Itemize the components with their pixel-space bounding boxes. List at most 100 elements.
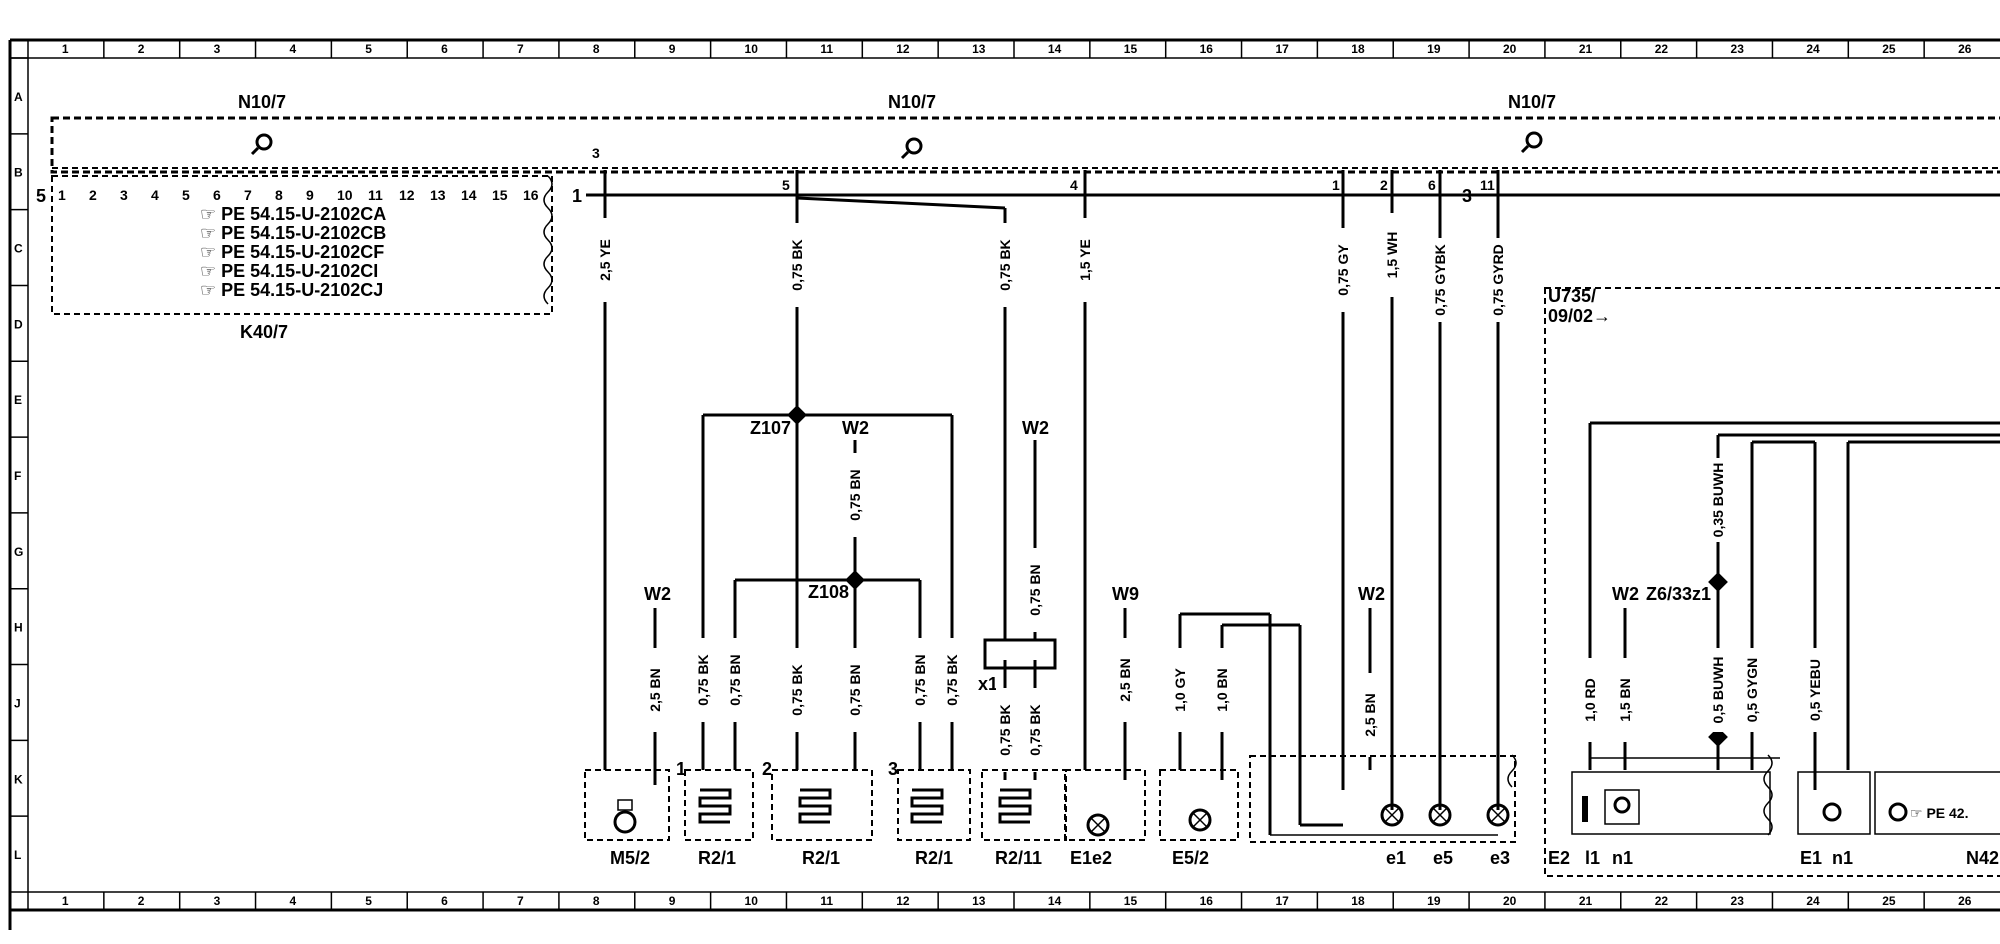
- e1b-n1-label: n1: [1832, 848, 1853, 868]
- conn-pin-2: 2: [762, 759, 772, 779]
- wire-label: 0,5 BUWH: [1710, 657, 1726, 724]
- wire-label: 0,5 YEBU: [1807, 659, 1823, 721]
- column-number: 19: [1427, 894, 1441, 908]
- wire-label: 0,75 BK: [944, 654, 960, 705]
- x1-label: x1: [978, 674, 998, 694]
- column-number: 14: [1048, 42, 1062, 56]
- k40-reference-list: ☞ PE 54.15-U-2102CA☞ PE 54.15-U-2102CB☞ …: [200, 204, 386, 300]
- n4x-label: N42: [1966, 848, 1999, 868]
- k40-pin-number: 11: [368, 187, 383, 203]
- column-number: 3: [214, 42, 221, 56]
- row-letter: B: [14, 166, 23, 180]
- n4x-ref: ☞ PE 42.: [1910, 805, 1968, 821]
- column-number: 2: [138, 42, 145, 56]
- k40-pin-number: 13: [430, 187, 446, 203]
- k40-pin-number: 15: [492, 187, 508, 203]
- e5s-label: e5: [1433, 848, 1453, 868]
- column-number: 3: [214, 894, 221, 908]
- splice-points: [787, 405, 1728, 747]
- wire-label: 0,75 BK: [997, 704, 1013, 755]
- column-number: 9: [669, 42, 676, 56]
- k40-reference: ☞ PE 54.15-U-2102CF: [200, 242, 384, 262]
- column-number: 20: [1503, 42, 1517, 56]
- column-number: 1: [62, 42, 69, 56]
- row-letter: A: [14, 90, 23, 104]
- wire-label: 2,5 BN: [1117, 658, 1133, 702]
- column-number: 8: [593, 42, 600, 56]
- row-letter: C: [14, 242, 23, 256]
- row-letter: E: [14, 393, 22, 407]
- z6-label: Z6/33z1: [1646, 584, 1711, 604]
- column-number: 11: [820, 42, 833, 56]
- column-number: 6: [441, 894, 448, 908]
- fuse-module-icon: [250, 131, 1543, 160]
- component-boxes: [584, 287, 2000, 877]
- column-number: 23: [1731, 894, 1745, 908]
- column-number: 16: [1200, 894, 1214, 908]
- wire-label: 1,5 YE: [1077, 239, 1093, 281]
- control-unit-icon: [1822, 802, 1842, 822]
- n10-label-right: N10/7: [1508, 92, 1556, 112]
- wire-label: 1,5 BN: [1617, 678, 1633, 722]
- column-number: 4: [289, 42, 296, 56]
- column-number: 13: [972, 42, 986, 56]
- column-number: 24: [1806, 42, 1820, 56]
- k40-pin-number: 8: [275, 187, 283, 203]
- row-letter: H: [14, 621, 23, 635]
- wire-label: 0,35 BUWH: [1710, 463, 1726, 538]
- z108-label: Z108: [808, 582, 849, 602]
- column-number: 23: [1731, 42, 1745, 56]
- column-number: 10: [745, 894, 759, 908]
- wire-label: 0,75 GY: [1335, 244, 1351, 296]
- column-number: 15: [1124, 894, 1138, 908]
- column-number: 15: [1124, 42, 1138, 56]
- r2-11-label: R2/11: [995, 848, 1042, 868]
- column-number: 10: [745, 42, 759, 56]
- column-number: 16: [1200, 42, 1214, 56]
- column-number: 12: [896, 42, 910, 56]
- k40-pin-number: 9: [306, 187, 314, 203]
- wire-label: 1,0 BN: [1214, 668, 1230, 712]
- component-symbols: [613, 788, 1908, 837]
- k40-reference: ☞ PE 54.15-U-2102CI: [200, 261, 378, 281]
- wire-label: 1,0 GY: [1172, 668, 1188, 712]
- e2-label: E2: [1548, 848, 1570, 868]
- column-number: 9: [669, 894, 676, 908]
- column-number: 12: [896, 894, 910, 908]
- k40-pin-number: 7: [244, 187, 252, 203]
- e2-l1-label: l1: [1585, 848, 1600, 868]
- column-number: 24: [1806, 894, 1820, 908]
- pin-6: 6: [1428, 177, 1436, 193]
- column-number: 25: [1882, 42, 1896, 56]
- column-number: 13: [972, 894, 986, 908]
- wire-label: 1,0 RD: [1582, 678, 1598, 722]
- row-letter: K: [14, 772, 23, 786]
- row-letter: L: [14, 848, 21, 862]
- k40-reference: ☞ PE 54.15-U-2102CB: [200, 223, 386, 243]
- wire-label: 0,75 BN: [912, 654, 928, 705]
- wire-label: 0,75 BK: [789, 239, 805, 290]
- column-number: 26: [1958, 42, 1972, 56]
- k40-pin-count: 5: [36, 186, 46, 206]
- wire-label: 0,5 GYGN: [1744, 658, 1760, 723]
- ground-w2-c: W2: [1022, 418, 1049, 438]
- k40-pin-number: 4: [151, 187, 159, 203]
- wire-label: 0,75 BK: [1027, 704, 1043, 755]
- column-number: 7: [517, 42, 524, 56]
- component-labels: M5/2 R2/1 R2/1 R2/1 R2/11 E1e2 E5/2 e1 e…: [610, 286, 1999, 868]
- column-number: 21: [1579, 894, 1593, 908]
- wire-label: 2,5 BN: [1362, 693, 1378, 737]
- column-number: 4: [289, 894, 296, 908]
- m5-label: M5/2: [610, 848, 650, 868]
- k40-pin-number: 16: [523, 187, 539, 203]
- ground-w2-d: W2: [1358, 584, 1385, 604]
- wire-label: 0,75 BK: [997, 239, 1013, 290]
- z107-label: Z107: [750, 418, 791, 438]
- n10-label-mid: N10/7: [888, 92, 936, 112]
- wire-label: 2,5 YE: [597, 239, 613, 281]
